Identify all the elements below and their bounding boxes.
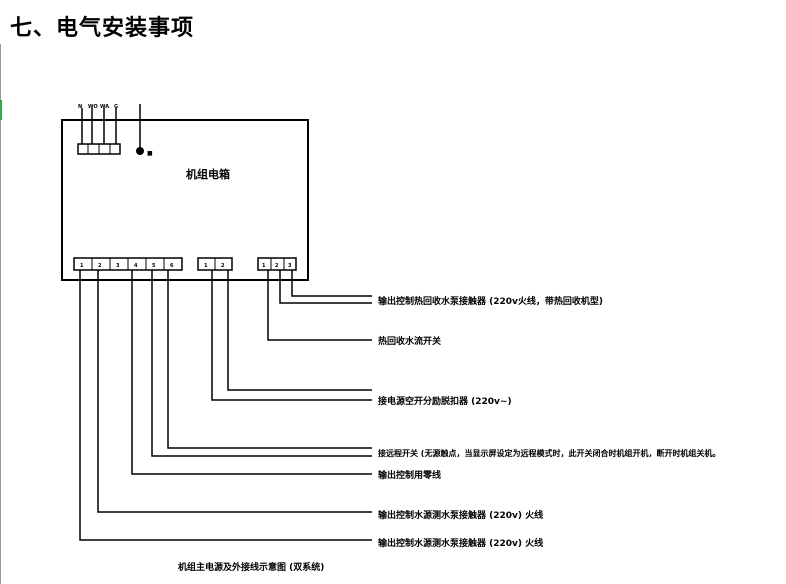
callout-shunt-trip: 接电源空开分励脱扣器 (220v~) bbox=[378, 395, 512, 407]
callout-remote-switch: 接远程开关 (无源触点，当显示屏设定为远程模式时，此开关闭合时机组开机，断开时机… bbox=[378, 448, 720, 458]
left-green-marker bbox=[0, 100, 2, 120]
control-box-label: 机组电箱 bbox=[186, 167, 230, 181]
terminal-a-2: 2 bbox=[98, 263, 102, 269]
callout-heat-recovery-pump: 输出控制热回收水泵接触器 (220v火线，带热回收机型) bbox=[378, 295, 603, 307]
top-terminal-wires bbox=[81, 104, 141, 148]
power-inlet-icon bbox=[136, 147, 144, 155]
terminal-b-1: 1 bbox=[204, 263, 208, 269]
terminal-c-3: 3 bbox=[288, 263, 292, 269]
top-terminal-label-wa: WA bbox=[100, 104, 109, 110]
terminal-b-2: 2 bbox=[221, 263, 225, 269]
left-border-line bbox=[0, 44, 1, 584]
callout-heat-recovery-flow-switch: 热回收水流开关 bbox=[378, 335, 441, 347]
top-terminal-label-g: G bbox=[114, 104, 118, 110]
callout-source-pump-1: 输出控制水源测水泵接触器 (220v) 火线 bbox=[378, 509, 543, 521]
wires-group-a bbox=[79, 270, 372, 541]
wires-group-b bbox=[211, 270, 372, 401]
terminal-c-1: 1 bbox=[262, 263, 266, 269]
terminal-a-4: 4 bbox=[134, 263, 138, 269]
terminal-a-6: 6 bbox=[170, 263, 174, 269]
terminal-group-c: 1 2 3 bbox=[257, 257, 297, 271]
top-terminal-label-n: N bbox=[78, 104, 82, 110]
terminal-a-5: 5 bbox=[152, 263, 156, 269]
top-terminal-block-dividers bbox=[87, 144, 111, 154]
callout-source-pump-2: 输出控制水源测水泵接触器 (220v) 火线 bbox=[378, 537, 543, 549]
terminal-group-a: 1 2 3 4 5 6 bbox=[73, 257, 183, 271]
top-terminal-label-wo: WO bbox=[88, 104, 98, 110]
page-heading: 七、电气安装事项 bbox=[10, 16, 195, 41]
terminal-a-1: 1 bbox=[80, 263, 84, 269]
control-box bbox=[61, 119, 309, 281]
top-terminal-labels: N WO WA G bbox=[78, 104, 118, 110]
callout-control-neutral: 输出控制用零线 bbox=[378, 469, 441, 481]
terminal-c-2: 2 bbox=[275, 263, 279, 269]
wires-group-c bbox=[267, 270, 372, 341]
terminal-a-3: 3 bbox=[116, 263, 120, 269]
power-inlet-mark: ■ bbox=[147, 150, 153, 157]
diagram-caption: 机组主电源及外接线示意图 (双系统) bbox=[178, 561, 324, 573]
terminal-group-b: 1 2 bbox=[197, 257, 233, 271]
